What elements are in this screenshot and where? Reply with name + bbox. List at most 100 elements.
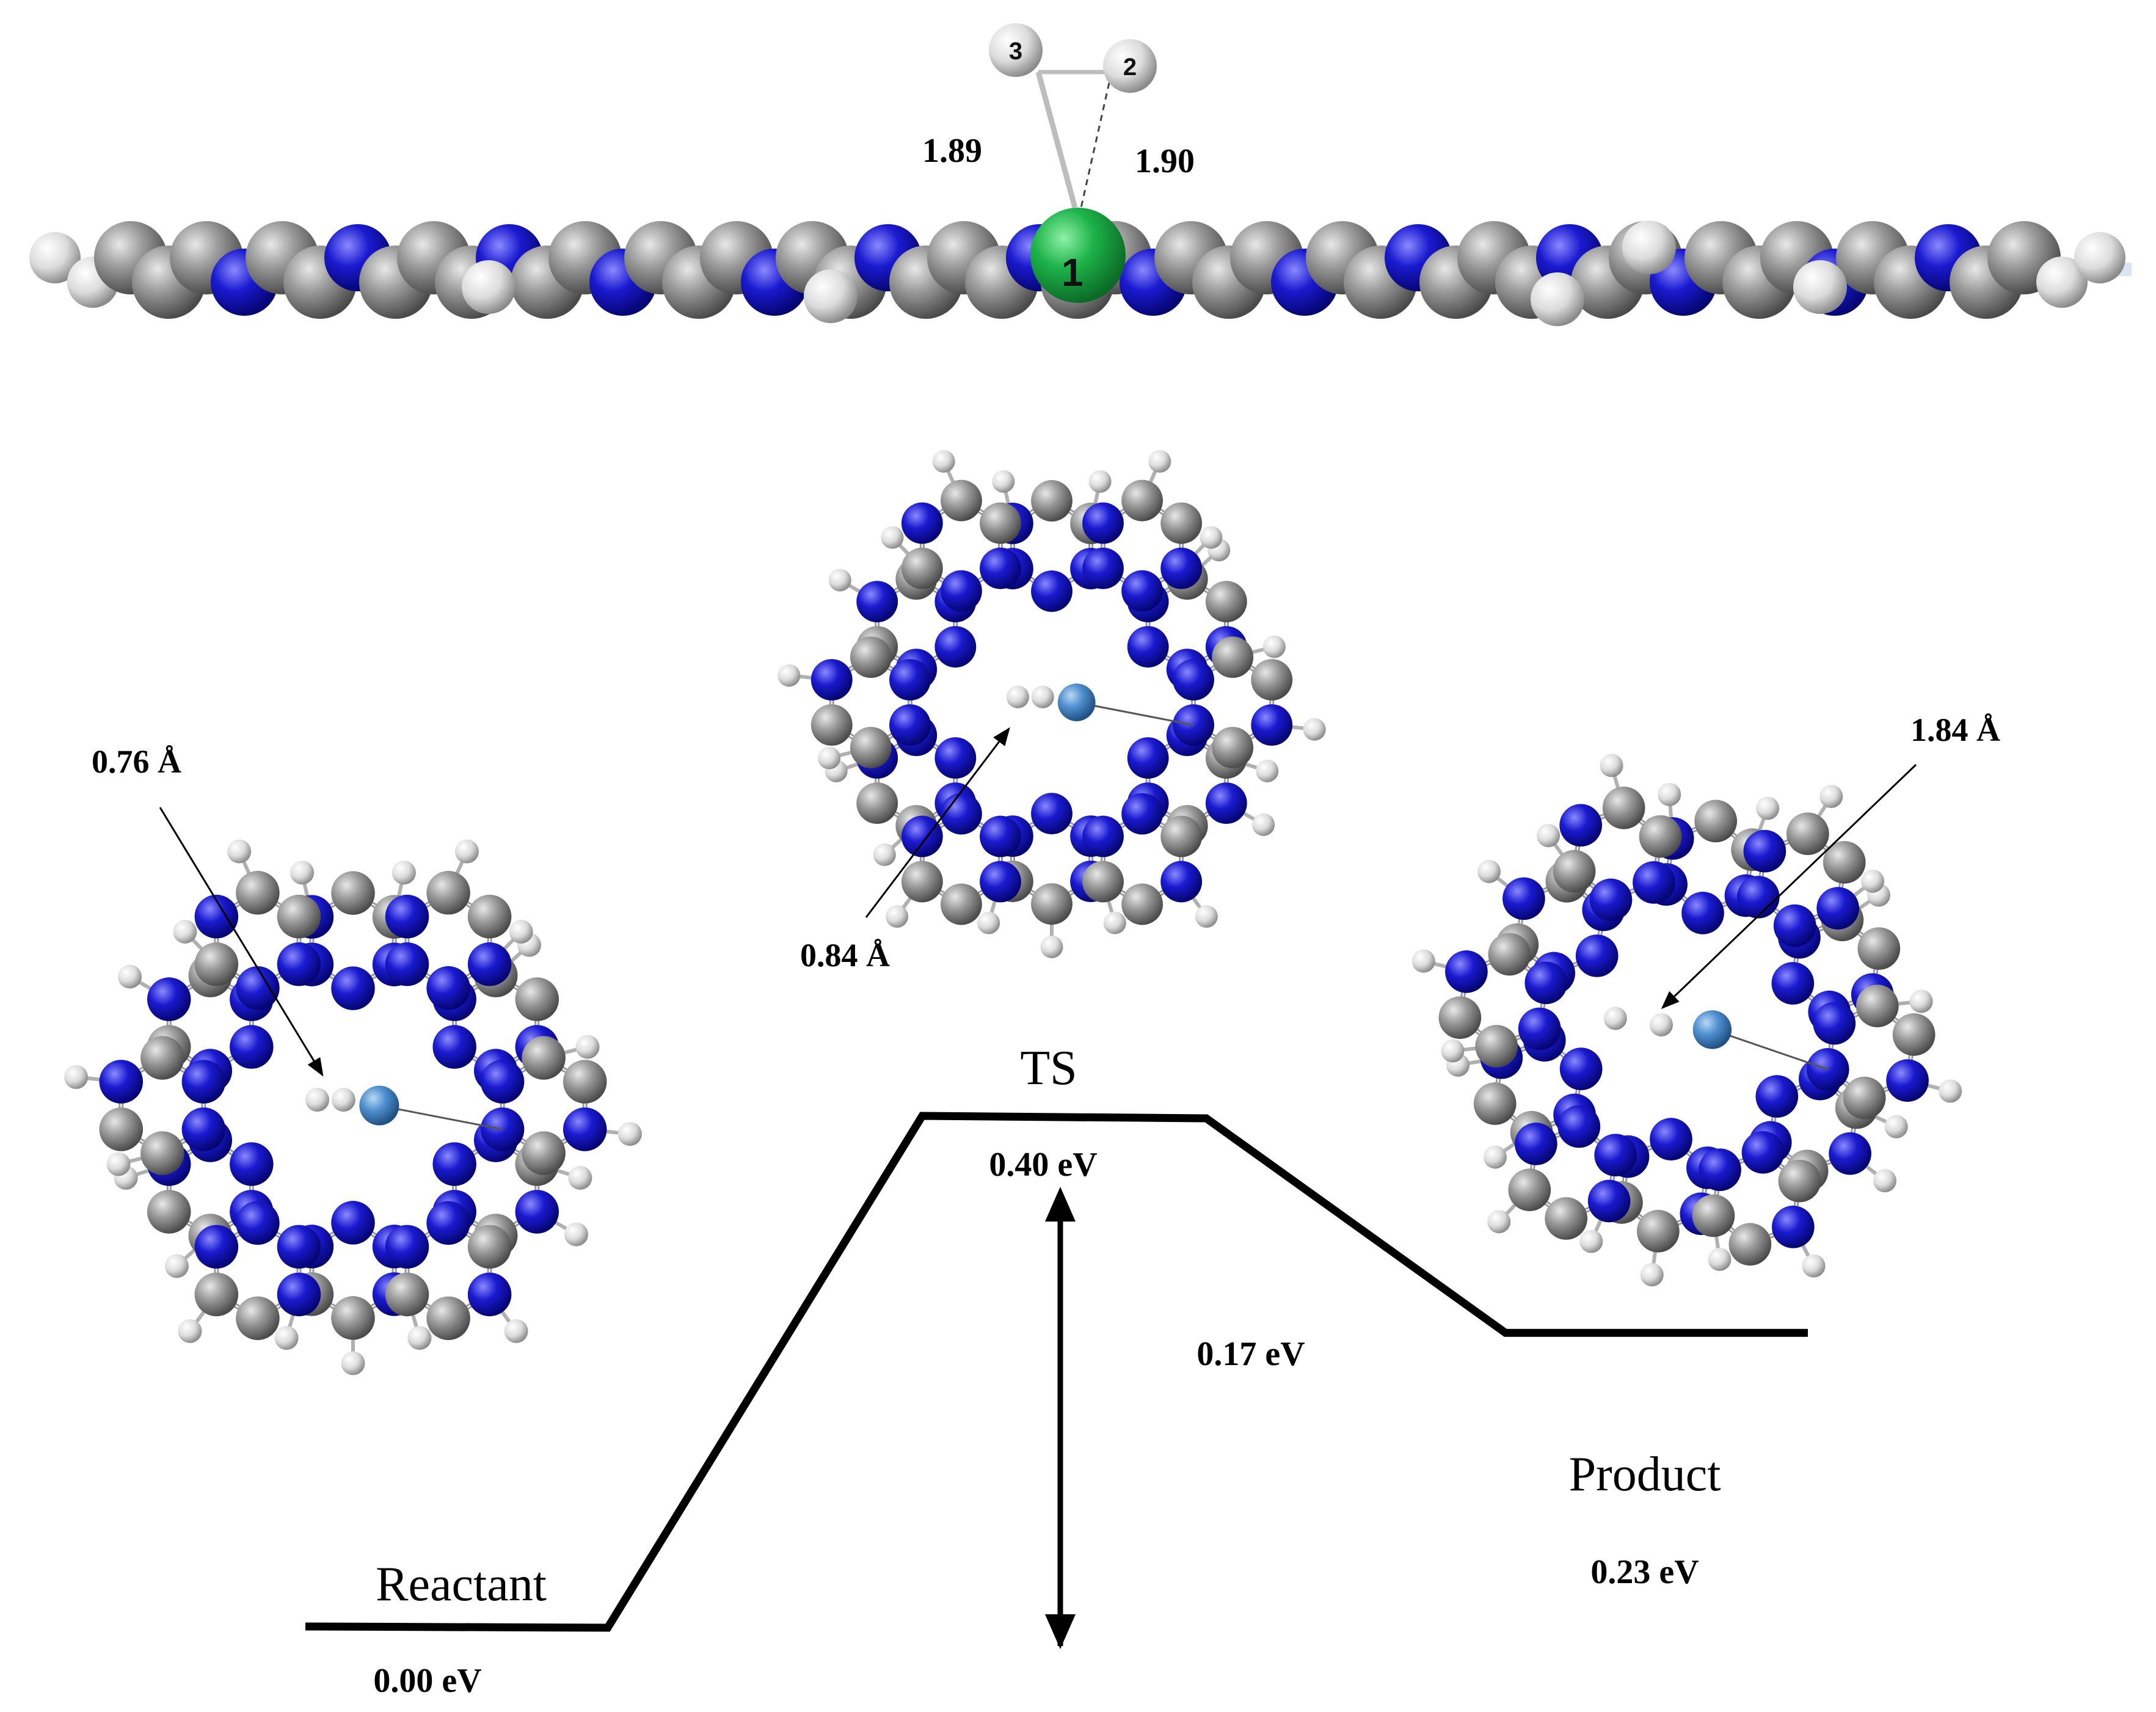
hydrogen-atom xyxy=(1756,796,1780,820)
nitrogen-atom xyxy=(277,1272,321,1317)
hydrogen-atom xyxy=(29,232,81,283)
ts-label: TS xyxy=(1020,1041,1077,1095)
hydrogen-atom xyxy=(932,450,955,473)
nitrogen-atom xyxy=(980,861,1021,903)
hydrogen-atom xyxy=(2036,257,2088,308)
nitrogen-atom xyxy=(563,1107,607,1151)
carbon-atom xyxy=(1473,1082,1517,1125)
nitrogen-atom xyxy=(194,1225,239,1269)
hydrogen-atom xyxy=(173,919,197,944)
pointer-arrow-reactant xyxy=(159,807,324,1077)
carbon-atom xyxy=(980,502,1021,544)
hydrogen-atom xyxy=(818,746,841,770)
hydrogen-atom xyxy=(1088,470,1112,493)
ts-distance-label: 0.84 Å xyxy=(800,937,890,974)
nitrogen-atom xyxy=(1816,887,1859,930)
carbon-atom xyxy=(856,782,898,824)
nitrogen-atom xyxy=(236,1201,280,1245)
hydrogen-atom xyxy=(1252,813,1275,836)
atom-label-2: 2 xyxy=(1123,54,1137,81)
nitrogen-atom xyxy=(1173,659,1214,701)
reactant-label: Reactant xyxy=(376,1557,547,1611)
carbon-atom xyxy=(1438,996,1482,1039)
hydrogen-atom xyxy=(1884,1115,1908,1138)
nitrogen-atom xyxy=(230,1025,274,1069)
nitrogen-atom xyxy=(1515,1123,1557,1165)
carbon-atom xyxy=(147,1190,191,1234)
carbon-atom xyxy=(194,1272,239,1317)
nitrogen-atom xyxy=(1813,1002,1856,1045)
carbon-atom xyxy=(1843,1076,1886,1120)
carbon-atom xyxy=(1728,1223,1772,1266)
hydrogen-atom xyxy=(118,964,142,989)
nitrogen-atom xyxy=(1650,1118,1692,1160)
nitrogen-atom xyxy=(1031,793,1073,834)
hydrogen-atom xyxy=(165,1254,189,1278)
nitrogen-atom xyxy=(1699,1148,1741,1192)
energy-profile-line xyxy=(305,1112,1808,1632)
metal-atom-1 xyxy=(1030,208,1126,303)
carbon-atom xyxy=(522,1131,566,1175)
energy-profile: Reactant 0.00 eV TS 0.40 eV 0.17 eV Prod… xyxy=(305,1041,1808,1700)
carbon-atom xyxy=(1786,812,1829,855)
nitrogen-atom xyxy=(1160,547,1203,589)
product-distance-label: 1.84 Å xyxy=(1910,712,2000,748)
nitrogen-atom xyxy=(1251,704,1293,746)
hydrogen-atom xyxy=(1148,450,1171,473)
hydrogen-atom xyxy=(1537,824,1561,848)
carbon-atom xyxy=(1639,815,1682,858)
metal-atom xyxy=(1692,1010,1732,1049)
ts-energy: 0.40 eV xyxy=(989,1146,1097,1184)
carbon-atom xyxy=(1778,1159,1821,1203)
carbon-atom xyxy=(522,1036,566,1080)
nitrogen-atom xyxy=(426,966,470,1010)
hydrogen-atom xyxy=(341,1351,365,1375)
carbon-atom xyxy=(1636,1209,1680,1253)
nitrogen-atom xyxy=(1031,570,1073,612)
hydrogen-atom xyxy=(1658,782,1681,806)
hydrogen-atom xyxy=(509,919,533,944)
nitrogen-atom xyxy=(810,659,853,701)
hydrogen-atom xyxy=(64,1065,89,1089)
nitrogen-atom xyxy=(980,547,1021,589)
hydrogen-atom xyxy=(1939,1079,1962,1103)
nitrogen-atom xyxy=(1502,877,1545,920)
nitrogen-atom xyxy=(1575,934,1619,977)
carbon-atom xyxy=(1121,883,1163,925)
bond-metal-h3 xyxy=(1035,71,1078,209)
hydrogen-atom xyxy=(1861,869,1885,893)
hydrogen-atom xyxy=(1303,718,1326,741)
carbon-atom xyxy=(901,547,943,589)
nitrogen-atom xyxy=(181,1107,226,1151)
hydrogen-atom xyxy=(290,861,315,885)
carbon-atom xyxy=(467,1225,512,1269)
nitrogen-atom xyxy=(1445,950,1488,993)
carbon-atom xyxy=(941,883,982,925)
product-label: Product xyxy=(1569,1448,1721,1501)
hydrogen-atom xyxy=(778,664,801,687)
carbon-atom xyxy=(1251,659,1293,701)
carbon-atom xyxy=(385,1272,429,1317)
nitrogen-atom xyxy=(1829,1132,1871,1175)
nitrogen-atom xyxy=(1886,1059,1929,1102)
hydrogen-atom xyxy=(1622,220,1676,274)
nitrogen-atom xyxy=(901,502,943,544)
carbon-atom xyxy=(99,1107,144,1151)
carbon-atom xyxy=(331,1296,375,1340)
h2-hydrogen-atom xyxy=(1007,685,1029,708)
nitrogen-atom xyxy=(1127,737,1169,779)
nitrogen-atom xyxy=(147,977,191,1021)
barrier-arrow-head-top xyxy=(1045,1187,1076,1222)
nitrogen-atom xyxy=(385,894,429,939)
reactant-distance-label: 0.76 Å xyxy=(92,743,181,780)
product-energy: 0.23 eV xyxy=(1590,1553,1699,1591)
nitrogen-atom xyxy=(385,942,429,986)
carbon-atom xyxy=(1160,502,1203,544)
nitrogen-atom xyxy=(181,1060,226,1104)
nitrogen-atom xyxy=(1518,1007,1561,1051)
nitrogen-atom xyxy=(1773,904,1816,947)
nitrogen-atom xyxy=(277,1225,321,1269)
ts-structure xyxy=(778,450,1326,958)
nitrogen-atom xyxy=(901,815,943,858)
